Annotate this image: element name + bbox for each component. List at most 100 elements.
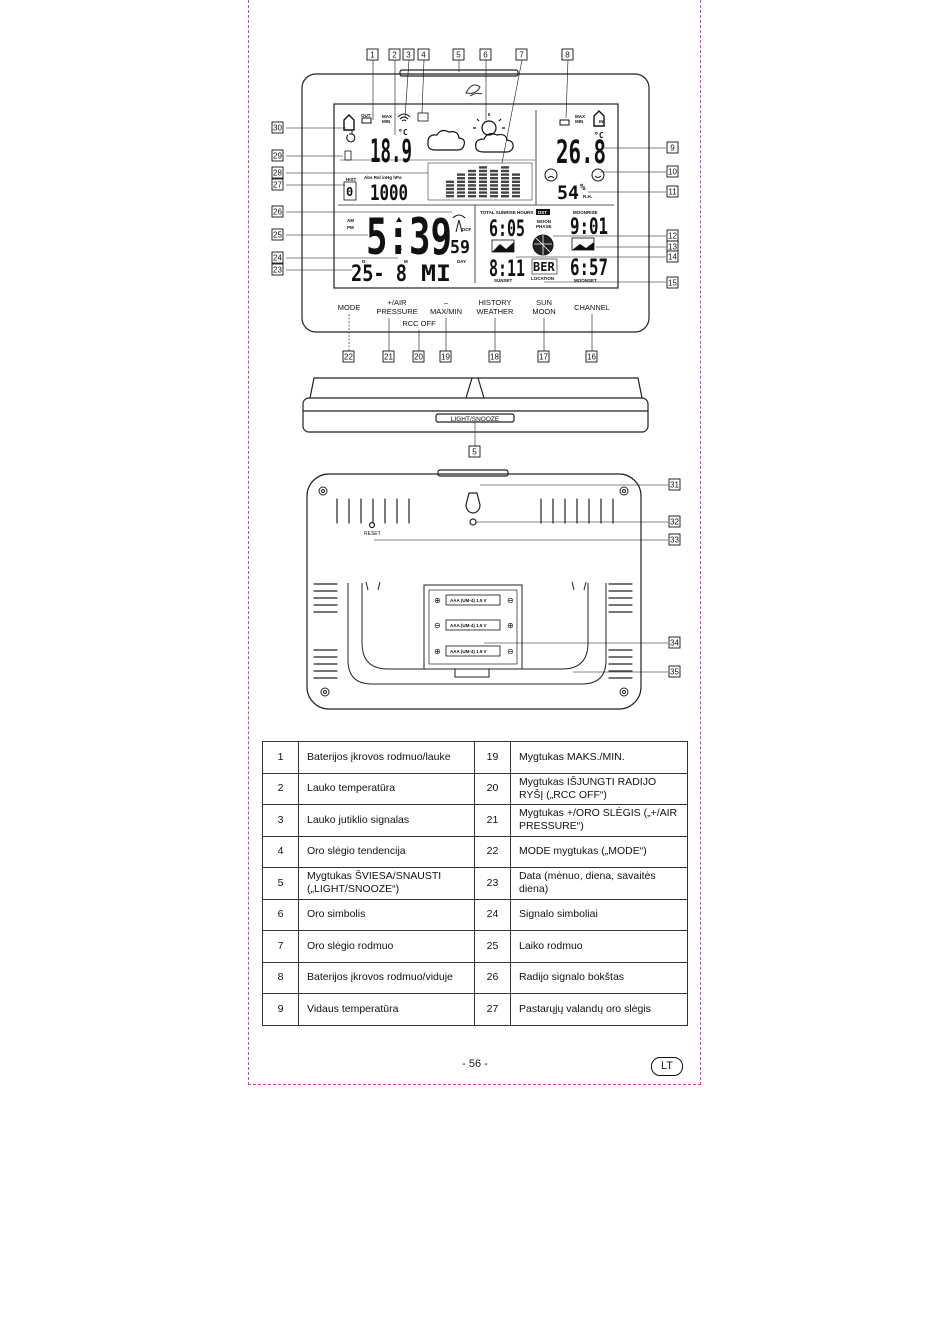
legend-description: Baterijos įkrovos rodmuo/lauke (298, 741, 475, 774)
pressure-bar-segment (468, 191, 476, 194)
legend-number: 22 (474, 835, 511, 868)
callout-6: 6 (479, 48, 492, 61)
minus-1-icon: ⊖ (507, 596, 514, 605)
callout-number: 29 (273, 151, 282, 160)
pressure-header: Abs Rel inHg hPa (364, 175, 402, 180)
legend-description: Radijo signalo bokštas (510, 961, 688, 994)
callout-3: 3 (402, 48, 415, 61)
am-label: AM (347, 218, 354, 223)
history-button-label-1[interactable]: HISTORY (478, 298, 511, 307)
pressure-bar-segment (479, 195, 487, 198)
callout-number: 23 (273, 265, 282, 274)
callout-number: 33 (670, 535, 679, 544)
battery-in-icon (559, 119, 570, 126)
callout-23: 23 (271, 263, 284, 276)
callout-1: 1 (366, 48, 379, 61)
callout-24: 24 (271, 251, 284, 264)
legend-description: Mygtukas +/ORO SLĖGIS („+/AIR PRESSURE“) (510, 804, 688, 837)
outdoor-section: OUT MAX MIN 18.9 °C (343, 113, 412, 170)
pressure-bar-segment (479, 191, 487, 194)
channel-button-label[interactable]: CHANNEL (574, 303, 610, 312)
legend-number: 21 (474, 804, 511, 837)
air-button-label-2[interactable]: PRESSURE (376, 307, 417, 316)
channel-indicator-icon (344, 150, 352, 161)
pressure-bar-segment (490, 187, 498, 191)
pressure-bar-segment (446, 180, 454, 183)
callout-4: 4 (417, 48, 430, 61)
minus-3-icon: ⊖ (507, 647, 514, 656)
maxmin-button-label-1[interactable]: – (444, 298, 449, 307)
date-value: 25- 8 (351, 262, 407, 287)
callout-20: 20 (412, 350, 425, 363)
sunmoon-button-label-1[interactable]: SUN (536, 298, 552, 307)
battery-label-3: AAA (UM-4) 1.5 V (450, 649, 487, 654)
pressure-bar-segment (501, 191, 509, 194)
moon-phase-label: MOON (537, 219, 551, 224)
pressure-bar-segment (501, 180, 509, 183)
legend-number: 24 (474, 898, 511, 931)
pressure-bar-segment (490, 177, 498, 180)
callout-number: 7 (519, 50, 524, 59)
date-m-label: M (404, 259, 408, 264)
callout-number: 25 (273, 230, 282, 239)
pressure-history-bars (446, 166, 520, 198)
back-device (306, 469, 642, 710)
pressure-bar-segment (479, 180, 487, 183)
pressure-bar-segment (468, 177, 476, 180)
callout-number: 3 (406, 50, 411, 59)
callout-32: 32 (668, 515, 681, 528)
pressure-history-chart (427, 162, 533, 201)
legend-number: 4 (262, 835, 299, 868)
maxmin-in-label: MAX (575, 114, 585, 119)
in-temp-unit: °C (594, 131, 604, 140)
callout-number: 19 (441, 352, 450, 361)
pressure-bar-segment (501, 184, 509, 187)
indoor-section: MAX MIN IN 26.8 °C 54 % R.H. (544, 110, 606, 204)
sunmoon-button-label-2[interactable]: MOON (532, 307, 555, 316)
callout-5: 5 (468, 445, 481, 458)
pressure-bar-segment (490, 169, 498, 173)
mode-button-label[interactable]: MODE (338, 303, 361, 312)
legend-description: Pastarųjų valandų oro slėgis (510, 993, 688, 1026)
sunset-value: 8:11 (489, 257, 525, 282)
maxmin-out-label: MAX (382, 114, 392, 119)
maxmin-in-label-2: MIN (575, 119, 583, 124)
light-snooze-button-label[interactable]: LIGHT/SNOOZE (451, 416, 500, 423)
callout-number: 13 (668, 242, 677, 251)
pm-label: PM (347, 225, 354, 230)
dst-badge (536, 209, 550, 215)
pressure-bar-segment (501, 173, 509, 176)
pressure-bar-segment (468, 169, 476, 173)
callout-25: 25 (271, 228, 284, 241)
pressure-bar-segment (468, 195, 476, 198)
button-labels: MODE +/AIR PRESSURE RCC OFF – MAX/MIN HI… (338, 298, 610, 328)
rcc-label: DCF (462, 227, 471, 232)
legend-description: Lauko temperatūra (298, 772, 475, 805)
pressure-bar-segment (457, 173, 465, 176)
pressure-bar-segment (468, 187, 476, 191)
callout-5: 5 (452, 48, 465, 61)
pressure-bar-segment (501, 177, 509, 180)
legend-description: Oro slėgio rodmuo (298, 930, 475, 963)
wall-hanger-icon (465, 492, 481, 514)
callout-number: 6 (483, 50, 488, 59)
maxmin-button-label-2[interactable]: MAX/MIN (430, 307, 462, 316)
out-temp-unit: °C (398, 128, 408, 137)
pressure-bar-segment (501, 187, 509, 191)
pressure-bar-segment (468, 180, 476, 183)
legend-number: 3 (262, 804, 299, 837)
rcc-off-button-label[interactable]: RCC OFF (402, 319, 436, 328)
reset-hole[interactable] (368, 521, 376, 529)
callout-17: 17 (537, 350, 550, 363)
pressure-bar-segment (501, 195, 509, 198)
battery-label-1: AAA (UM-4) 1.5 V (450, 598, 487, 603)
callout-number: 21 (384, 352, 393, 361)
air-button-label-1[interactable]: +/AIR (388, 298, 408, 307)
pressure-bar-segment (457, 195, 465, 198)
history-button-label-2[interactable]: WEATHER (477, 307, 515, 316)
callout-7: 7 (515, 48, 528, 61)
